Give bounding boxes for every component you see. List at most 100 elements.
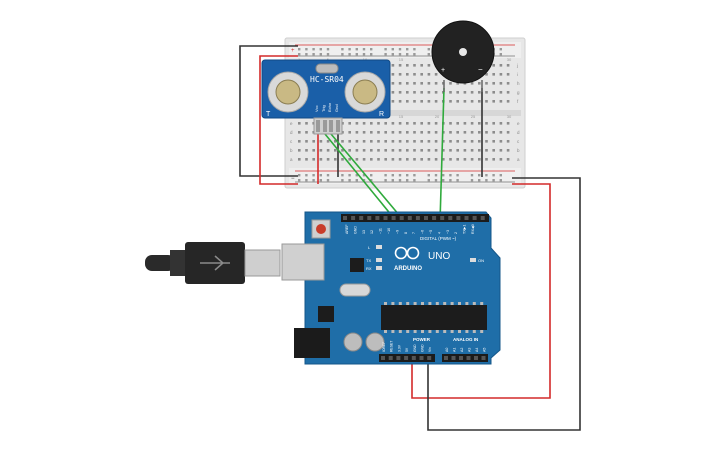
breadboard-hole[interactable]: [391, 140, 395, 143]
breadboard-hole[interactable]: [398, 48, 402, 51]
header-hole[interactable]: [391, 216, 396, 220]
breadboard-hole[interactable]: [298, 53, 301, 56]
header-hole[interactable]: [466, 356, 471, 360]
breadboard-hole[interactable]: [391, 53, 394, 56]
breadboard-hole[interactable]: [319, 140, 323, 143]
breadboard-hole[interactable]: [470, 179, 474, 182]
breadboard-hole[interactable]: [427, 122, 431, 125]
breadboard-hole[interactable]: [355, 53, 358, 56]
breadboard-hole[interactable]: [398, 131, 402, 134]
header-hole[interactable]: [451, 356, 456, 360]
breadboard-hole[interactable]: [312, 158, 315, 161]
breadboard-hole[interactable]: [305, 53, 308, 56]
breadboard-hole[interactable]: [391, 64, 395, 67]
breadboard-hole[interactable]: [406, 100, 409, 103]
breadboard-hole[interactable]: [305, 140, 308, 143]
breadboard-hole[interactable]: [326, 140, 330, 143]
breadboard-hole[interactable]: [506, 100, 510, 103]
breadboard-hole[interactable]: [420, 91, 423, 94]
breadboard-hole[interactable]: [456, 82, 459, 85]
breadboard-hole[interactable]: [434, 100, 438, 103]
breadboard-hole[interactable]: [506, 158, 510, 161]
breadboard-hole[interactable]: [427, 140, 431, 143]
breadboard-hole[interactable]: [470, 140, 474, 143]
breadboard-hole[interactable]: [499, 122, 503, 125]
arduino-uno[interactable]: L TX RX ON ARDUINO UNO DIGITAL (PWM ~) P…: [281, 211, 501, 365]
breadboard-hole[interactable]: [456, 131, 459, 134]
breadboard-hole[interactable]: [478, 149, 481, 152]
breadboard-hole[interactable]: [470, 100, 474, 103]
breadboard-hole[interactable]: [506, 91, 510, 94]
breadboard-hole[interactable]: [485, 179, 488, 182]
breadboard-hole[interactable]: [384, 122, 387, 125]
breadboard-hole[interactable]: [370, 158, 373, 161]
breadboard-hole[interactable]: [442, 179, 445, 182]
breadboard-hole[interactable]: [434, 131, 438, 134]
breadboard-hole[interactable]: [413, 73, 416, 76]
header-hole[interactable]: [404, 356, 409, 360]
breadboard-hole[interactable]: [398, 140, 402, 143]
breadboard-hole[interactable]: [406, 140, 409, 143]
breadboard-hole[interactable]: [398, 53, 402, 56]
breadboard-hole[interactable]: [499, 53, 502, 56]
breadboard-hole[interactable]: [499, 140, 503, 143]
breadboard-hole[interactable]: [427, 174, 430, 177]
breadboard-hole[interactable]: [384, 149, 387, 152]
breadboard-hole[interactable]: [413, 140, 416, 143]
breadboard-hole[interactable]: [449, 179, 452, 182]
breadboard-hole[interactable]: [298, 140, 301, 143]
breadboard-hole[interactable]: [391, 179, 394, 182]
breadboard-hole[interactable]: [485, 122, 488, 125]
breadboard-hole[interactable]: [442, 149, 445, 152]
breadboard-hole[interactable]: [499, 64, 503, 67]
breadboard-hole[interactable]: [485, 82, 488, 85]
breadboard-hole[interactable]: [470, 149, 474, 152]
breadboard-hole[interactable]: [506, 122, 510, 125]
breadboard-hole[interactable]: [499, 82, 503, 85]
header-hole[interactable]: [440, 216, 445, 220]
breadboard-hole[interactable]: [406, 158, 409, 161]
breadboard-hole[interactable]: [377, 122, 380, 125]
breadboard-hole[interactable]: [427, 100, 431, 103]
breadboard-hole[interactable]: [341, 140, 344, 143]
breadboard-hole[interactable]: [434, 158, 438, 161]
breadboard-hole[interactable]: [413, 131, 416, 134]
breadboard-hole[interactable]: [420, 82, 423, 85]
sensor-pin[interactable]: [316, 120, 320, 132]
reset-button-cap[interactable]: [316, 224, 326, 234]
sensor-pin[interactable]: [323, 120, 327, 132]
breadboard-hole[interactable]: [319, 158, 323, 161]
breadboard-hole[interactable]: [485, 73, 488, 76]
breadboard-hole[interactable]: [506, 131, 510, 134]
header-hole[interactable]: [343, 216, 347, 220]
breadboard-hole[interactable]: [463, 158, 467, 161]
breadboard-hole[interactable]: [456, 179, 459, 182]
breadboard-hole[interactable]: [427, 82, 431, 85]
breadboard-hole[interactable]: [298, 122, 301, 125]
breadboard-hole[interactable]: [370, 179, 373, 182]
breadboard-hole[interactable]: [449, 122, 452, 125]
header-hole[interactable]: [474, 356, 478, 360]
breadboard-hole[interactable]: [406, 179, 409, 182]
breadboard-hole[interactable]: [406, 122, 409, 125]
breadboard-hole[interactable]: [334, 140, 337, 143]
breadboard-hole[interactable]: [434, 179, 438, 182]
breadboard-hole[interactable]: [355, 174, 358, 177]
breadboard-hole[interactable]: [427, 91, 431, 94]
breadboard-hole[interactable]: [420, 64, 423, 67]
breadboard-hole[interactable]: [485, 158, 488, 161]
breadboard-hole[interactable]: [334, 158, 337, 161]
breadboard-hole[interactable]: [298, 48, 301, 51]
header-hole[interactable]: [481, 356, 486, 360]
header-hole[interactable]: [407, 216, 412, 220]
breadboard-hole[interactable]: [478, 131, 481, 134]
breadboard-hole[interactable]: [449, 158, 452, 161]
usb-b-port[interactable]: [281, 243, 325, 281]
breadboard-hole[interactable]: [305, 131, 308, 134]
digital-header[interactable]: [341, 214, 489, 222]
breadboard-hole[interactable]: [355, 158, 359, 161]
breadboard-hole[interactable]: [492, 174, 495, 177]
breadboard-hole[interactable]: [305, 179, 308, 182]
breadboard-hole[interactable]: [298, 158, 301, 161]
breadboard-hole[interactable]: [456, 140, 459, 143]
